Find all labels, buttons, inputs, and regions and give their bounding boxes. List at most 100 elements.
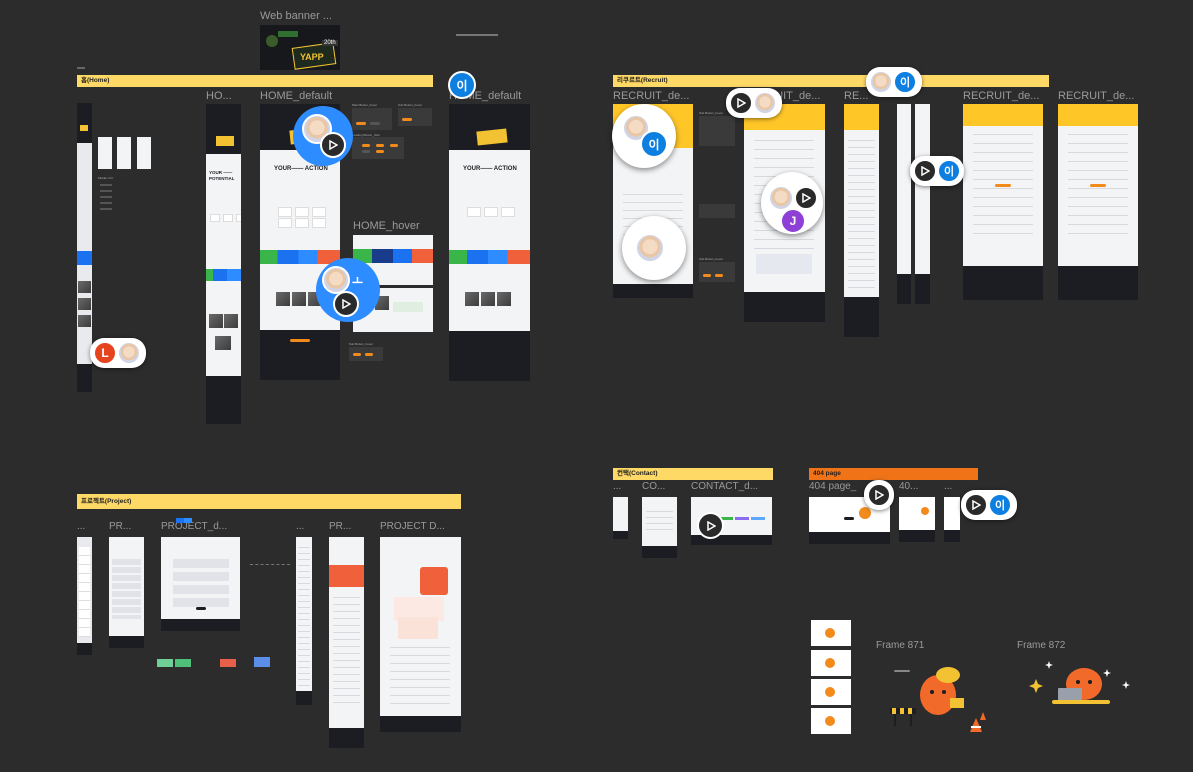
home-mobile-small-1[interactable] bbox=[98, 137, 112, 169]
avatar-initial-a1[interactable]: 이 bbox=[448, 71, 476, 99]
project-detail-frame[interactable] bbox=[380, 537, 461, 732]
frame-label-home-default[interactable]: HOME_default bbox=[260, 90, 333, 102]
project-tab-blue[interactable] bbox=[176, 518, 184, 523]
home-default-stats bbox=[278, 207, 326, 217]
play-button-home-2[interactable] bbox=[333, 291, 359, 317]
404-thumb-4[interactable] bbox=[811, 708, 851, 734]
frame-label-contact-co[interactable]: CO... bbox=[642, 481, 666, 492]
recruit-frame-3[interactable] bbox=[844, 104, 879, 337]
avatar-initial-recruit-mid[interactable]: 이 bbox=[937, 159, 961, 183]
frame-label-project-d2[interactable]: PROJECT D... bbox=[380, 521, 445, 532]
recruit-mobile-frame-1[interactable] bbox=[897, 104, 911, 304]
avatar-photo-home-2[interactable] bbox=[322, 266, 350, 294]
frame-label-contact-dots[interactable]: ... bbox=[613, 481, 622, 492]
web-banner-frame[interactable]: YAPP 20th bbox=[260, 25, 340, 70]
avatar-initial-a3[interactable]: J bbox=[780, 208, 806, 234]
home-tablet-frame[interactable]: YOUR ——POTENTIAL bbox=[206, 104, 241, 424]
project-tab-blue-2[interactable] bbox=[184, 518, 192, 523]
sub-button-hover-frame[interactable] bbox=[398, 108, 432, 126]
avatar-photo-recruit-2[interactable] bbox=[635, 233, 665, 263]
sub-button-hover-label: Sub Button_hover bbox=[398, 103, 423, 107]
frame-label-project-pr2[interactable]: PR... bbox=[329, 521, 352, 532]
play-button-recruit[interactable] bbox=[729, 91, 753, 115]
swatch-green-1[interactable] bbox=[157, 659, 173, 667]
404-thumb-3[interactable] bbox=[811, 679, 851, 705]
frame-label-project-dots[interactable]: ... bbox=[77, 521, 86, 532]
project-mobile-frame[interactable] bbox=[77, 537, 92, 655]
home-tablet-potential: YOUR ——POTENTIAL bbox=[209, 170, 235, 181]
project-mobile-frame-2[interactable] bbox=[296, 537, 312, 705]
home-mobile-footer bbox=[77, 364, 92, 392]
home-mobile-small-3[interactable] bbox=[137, 137, 151, 169]
404-mobile-frame[interactable] bbox=[944, 497, 960, 542]
404-tablet-frame[interactable] bbox=[899, 497, 935, 542]
recruit-frame-4[interactable] bbox=[963, 104, 1043, 300]
avatar-initial-recruit-top[interactable]: 이 bbox=[893, 70, 917, 94]
frame-label-home-hover[interactable]: HOME_hover bbox=[353, 220, 420, 232]
frame-label-recruit-5[interactable]: RECRUIT_de... bbox=[1058, 90, 1135, 102]
home-mobile-small-2[interactable] bbox=[117, 137, 131, 169]
home-default-2-action: YOUR—— ACTION bbox=[463, 166, 517, 172]
play-button-contact[interactable] bbox=[697, 512, 724, 539]
404-thumb-2[interactable] bbox=[811, 650, 851, 676]
play-button-404-b[interactable] bbox=[964, 493, 988, 517]
home-default-footer bbox=[260, 330, 340, 380]
avatar-photo-L[interactable] bbox=[117, 341, 141, 365]
home-default-frame-2[interactable]: YOUR—— ACTION bbox=[449, 104, 530, 381]
section-contact[interactable]: 컨택(Contact) bbox=[613, 468, 773, 480]
avatar-initial-404[interactable]: 이 bbox=[988, 493, 1012, 517]
avatar-initial-recruit-1[interactable]: 이 bbox=[640, 130, 668, 158]
frame-label-871[interactable]: Frame 871 bbox=[876, 640, 925, 651]
recruit-mobile-frame-2[interactable] bbox=[915, 104, 930, 304]
section-project[interactable]: 프로젝트(Project) bbox=[77, 494, 461, 509]
section-404[interactable]: 404 page bbox=[809, 468, 978, 480]
loading-button-frame[interactable] bbox=[352, 137, 404, 159]
frame-label-recruit-1[interactable]: RECRUIT_de... bbox=[613, 90, 690, 102]
project-tablet-frame[interactable] bbox=[109, 537, 144, 648]
section-recruit[interactable]: 리쿠르트(Recruit) bbox=[613, 75, 1049, 87]
play-button-404[interactable] bbox=[867, 483, 891, 507]
swatch-red[interactable] bbox=[220, 659, 236, 667]
avatar-photo-recruit-3[interactable] bbox=[753, 91, 777, 115]
avatar-initial-a2[interactable]: L bbox=[93, 341, 117, 365]
frame-label-404-b[interactable]: 40... bbox=[899, 481, 919, 492]
frame-label-project-pr[interactable]: PR... bbox=[109, 521, 132, 532]
frame-label-recruit-4[interactable]: RECRUIT_de... bbox=[963, 90, 1040, 102]
frame-label-home-trunc[interactable]: HO... bbox=[206, 90, 232, 102]
home-mobile-frame[interactable] bbox=[77, 103, 92, 392]
frame-label-recruit-3[interactable]: RE... bbox=[844, 90, 869, 102]
frame-label-web-banner[interactable]: Web banner ... bbox=[260, 10, 332, 22]
frame-871-illustration[interactable] bbox=[888, 660, 988, 735]
recruit-button-frame-2[interactable] bbox=[699, 204, 735, 218]
404-thumb-1[interactable] bbox=[811, 620, 851, 646]
project-default-frame[interactable] bbox=[161, 537, 240, 631]
frame-label-404-c[interactable]: ... bbox=[944, 481, 953, 492]
frame-label-contact-d[interactable]: CONTACT_d... bbox=[691, 481, 759, 492]
frame-label-project-dots2[interactable]: ... bbox=[296, 521, 305, 532]
play-button-recruit-2[interactable] bbox=[794, 186, 818, 210]
frame-label-project-d1[interactable]: PROJECT_d... bbox=[161, 521, 228, 532]
recruit-button-frame-1[interactable] bbox=[699, 116, 735, 146]
section-home[interactable]: 홈(Home) bbox=[77, 75, 433, 87]
frame-label-872[interactable]: Frame 872 bbox=[1017, 640, 1066, 651]
contact-mobile-frame[interactable] bbox=[613, 497, 628, 539]
project-tablet-frame-2[interactable] bbox=[329, 537, 364, 748]
main-button-hover-frame[interactable] bbox=[352, 108, 392, 130]
frame-label-404-a[interactable]: 404 page_ bbox=[809, 481, 857, 492]
home-default-cta bbox=[290, 339, 310, 342]
swatch-blue[interactable] bbox=[254, 657, 270, 667]
play-button-home[interactable] bbox=[320, 132, 346, 158]
home-mobile-photo-3 bbox=[78, 315, 91, 327]
recruit-button-frame-3[interactable] bbox=[699, 262, 735, 282]
avatar-photo-recruit-1[interactable] bbox=[622, 114, 650, 142]
sub-button-hover-label-2: Sub Button_hover bbox=[349, 342, 374, 346]
frame-872-illustration[interactable] bbox=[1028, 658, 1132, 708]
play-button-recruit-3[interactable] bbox=[913, 159, 937, 183]
avatar-photo-recruit-4[interactable] bbox=[768, 185, 794, 211]
sub-button-hover-frame-2[interactable] bbox=[349, 347, 383, 361]
contact-tablet-frame[interactable] bbox=[642, 497, 677, 558]
avatar-photo-recruit-top[interactable] bbox=[869, 70, 893, 94]
recruit-frame-5[interactable] bbox=[1058, 104, 1138, 300]
swatch-green-2[interactable] bbox=[175, 659, 191, 667]
home-mobile-hero-mark bbox=[80, 125, 88, 131]
